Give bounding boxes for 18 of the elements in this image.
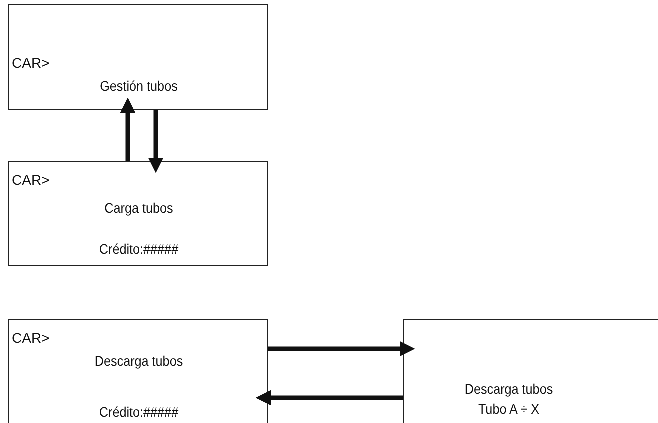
display-screen	[8, 161, 268, 266]
arrow	[120, 98, 136, 161]
screen-text: Gestión tubos	[100, 78, 178, 94]
arrow	[256, 390, 403, 406]
screen-text: Crédito:#####	[99, 404, 179, 420]
display-screen	[8, 4, 268, 110]
screen-text: Tubo A ÷ X	[478, 401, 540, 417]
screen-text: Carga tubos	[104, 200, 174, 216]
arrow	[148, 110, 164, 174]
screen-text: Crédito:#####	[99, 241, 179, 257]
arrow	[268, 341, 416, 357]
screen-text: CAR>	[12, 330, 50, 346]
screen-text: CAR>	[12, 172, 50, 188]
screen-text: CAR>	[12, 55, 50, 71]
screen-text: Descarga tubos	[94, 353, 184, 369]
screen-text: Descarga tubos	[464, 381, 554, 397]
display-screen	[403, 319, 658, 423]
display-screen	[8, 319, 268, 423]
